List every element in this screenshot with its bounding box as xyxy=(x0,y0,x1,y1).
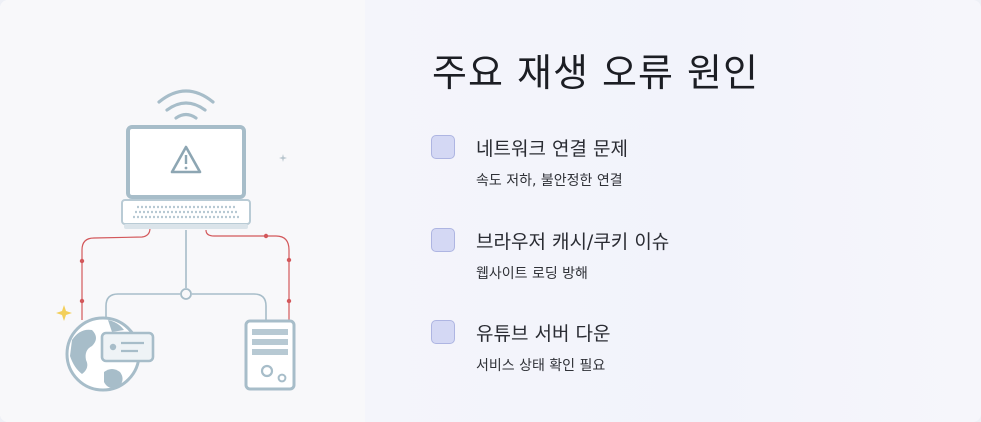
illustration-panel xyxy=(0,0,365,422)
item-subtitle: 웹사이트 로딩 방해 xyxy=(476,266,588,282)
checkbox[interactable] xyxy=(431,320,455,344)
checkbox[interactable] xyxy=(431,135,455,159)
server-icon xyxy=(244,319,296,391)
content-area: 주요 재생 오류 원인 네트워크 연결 문제 속도 저하, 불안정한 연결 브라… xyxy=(430,0,950,422)
network-illustration xyxy=(56,89,296,392)
sparkle-icon xyxy=(56,154,287,321)
item-title: 유튜브 서버 다운 xyxy=(476,323,611,345)
list-item: 유튜브 서버 다운 서비스 상태 확인 필요 xyxy=(430,319,930,379)
item-subtitle: 서비스 상태 확인 필요 xyxy=(476,358,606,374)
error-lines xyxy=(79,227,292,320)
globe-icon xyxy=(65,316,155,392)
page-title: 주요 재생 오류 원인 xyxy=(432,51,759,95)
connection-lines xyxy=(105,230,267,320)
wifi-icon xyxy=(157,89,215,120)
item-title: 브라우저 캐시/쿠키 이슈 xyxy=(476,231,670,253)
item-subtitle: 속도 저하, 불안정한 연결 xyxy=(476,173,623,189)
item-title: 네트워크 연결 문제 xyxy=(476,138,628,160)
laptop-warning-icon xyxy=(121,125,251,229)
list-item: 브라우저 캐시/쿠키 이슈 웹사이트 로딩 방해 xyxy=(430,227,930,287)
list-item: 네트워크 연결 문제 속도 저하, 불안정한 연결 xyxy=(430,134,930,194)
junction-node xyxy=(180,288,192,300)
checkbox[interactable] xyxy=(431,228,455,252)
